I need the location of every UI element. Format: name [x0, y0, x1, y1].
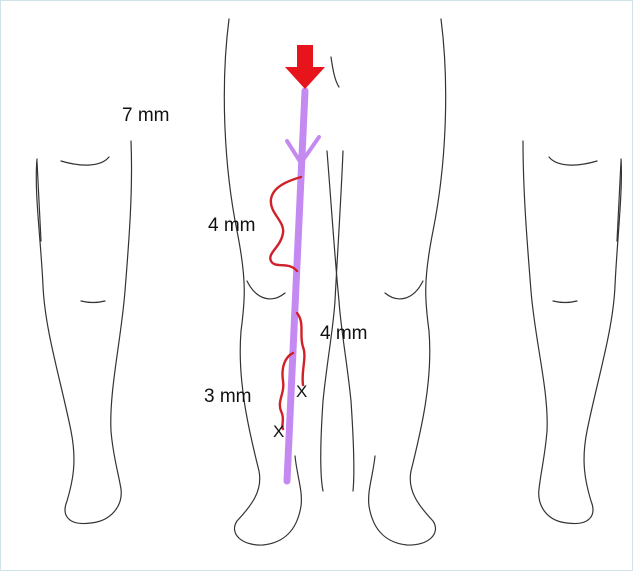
center-legs-outline — [224, 19, 445, 545]
right-leg-outline — [523, 141, 621, 524]
knee-vein — [297, 313, 304, 385]
red-arrow-icon — [285, 45, 325, 89]
measure-label-thigh: 4 mm — [208, 215, 256, 237]
marker-x-upper: X — [296, 382, 307, 402]
axis-line — [287, 91, 319, 481]
left-leg-outline — [36, 141, 131, 524]
marker-x-lower: X — [273, 422, 284, 442]
measure-label-7mm: 7 mm — [122, 105, 170, 127]
measure-label-calf: 3 mm — [204, 386, 252, 408]
measure-label-knee: 4 mm — [320, 323, 368, 345]
